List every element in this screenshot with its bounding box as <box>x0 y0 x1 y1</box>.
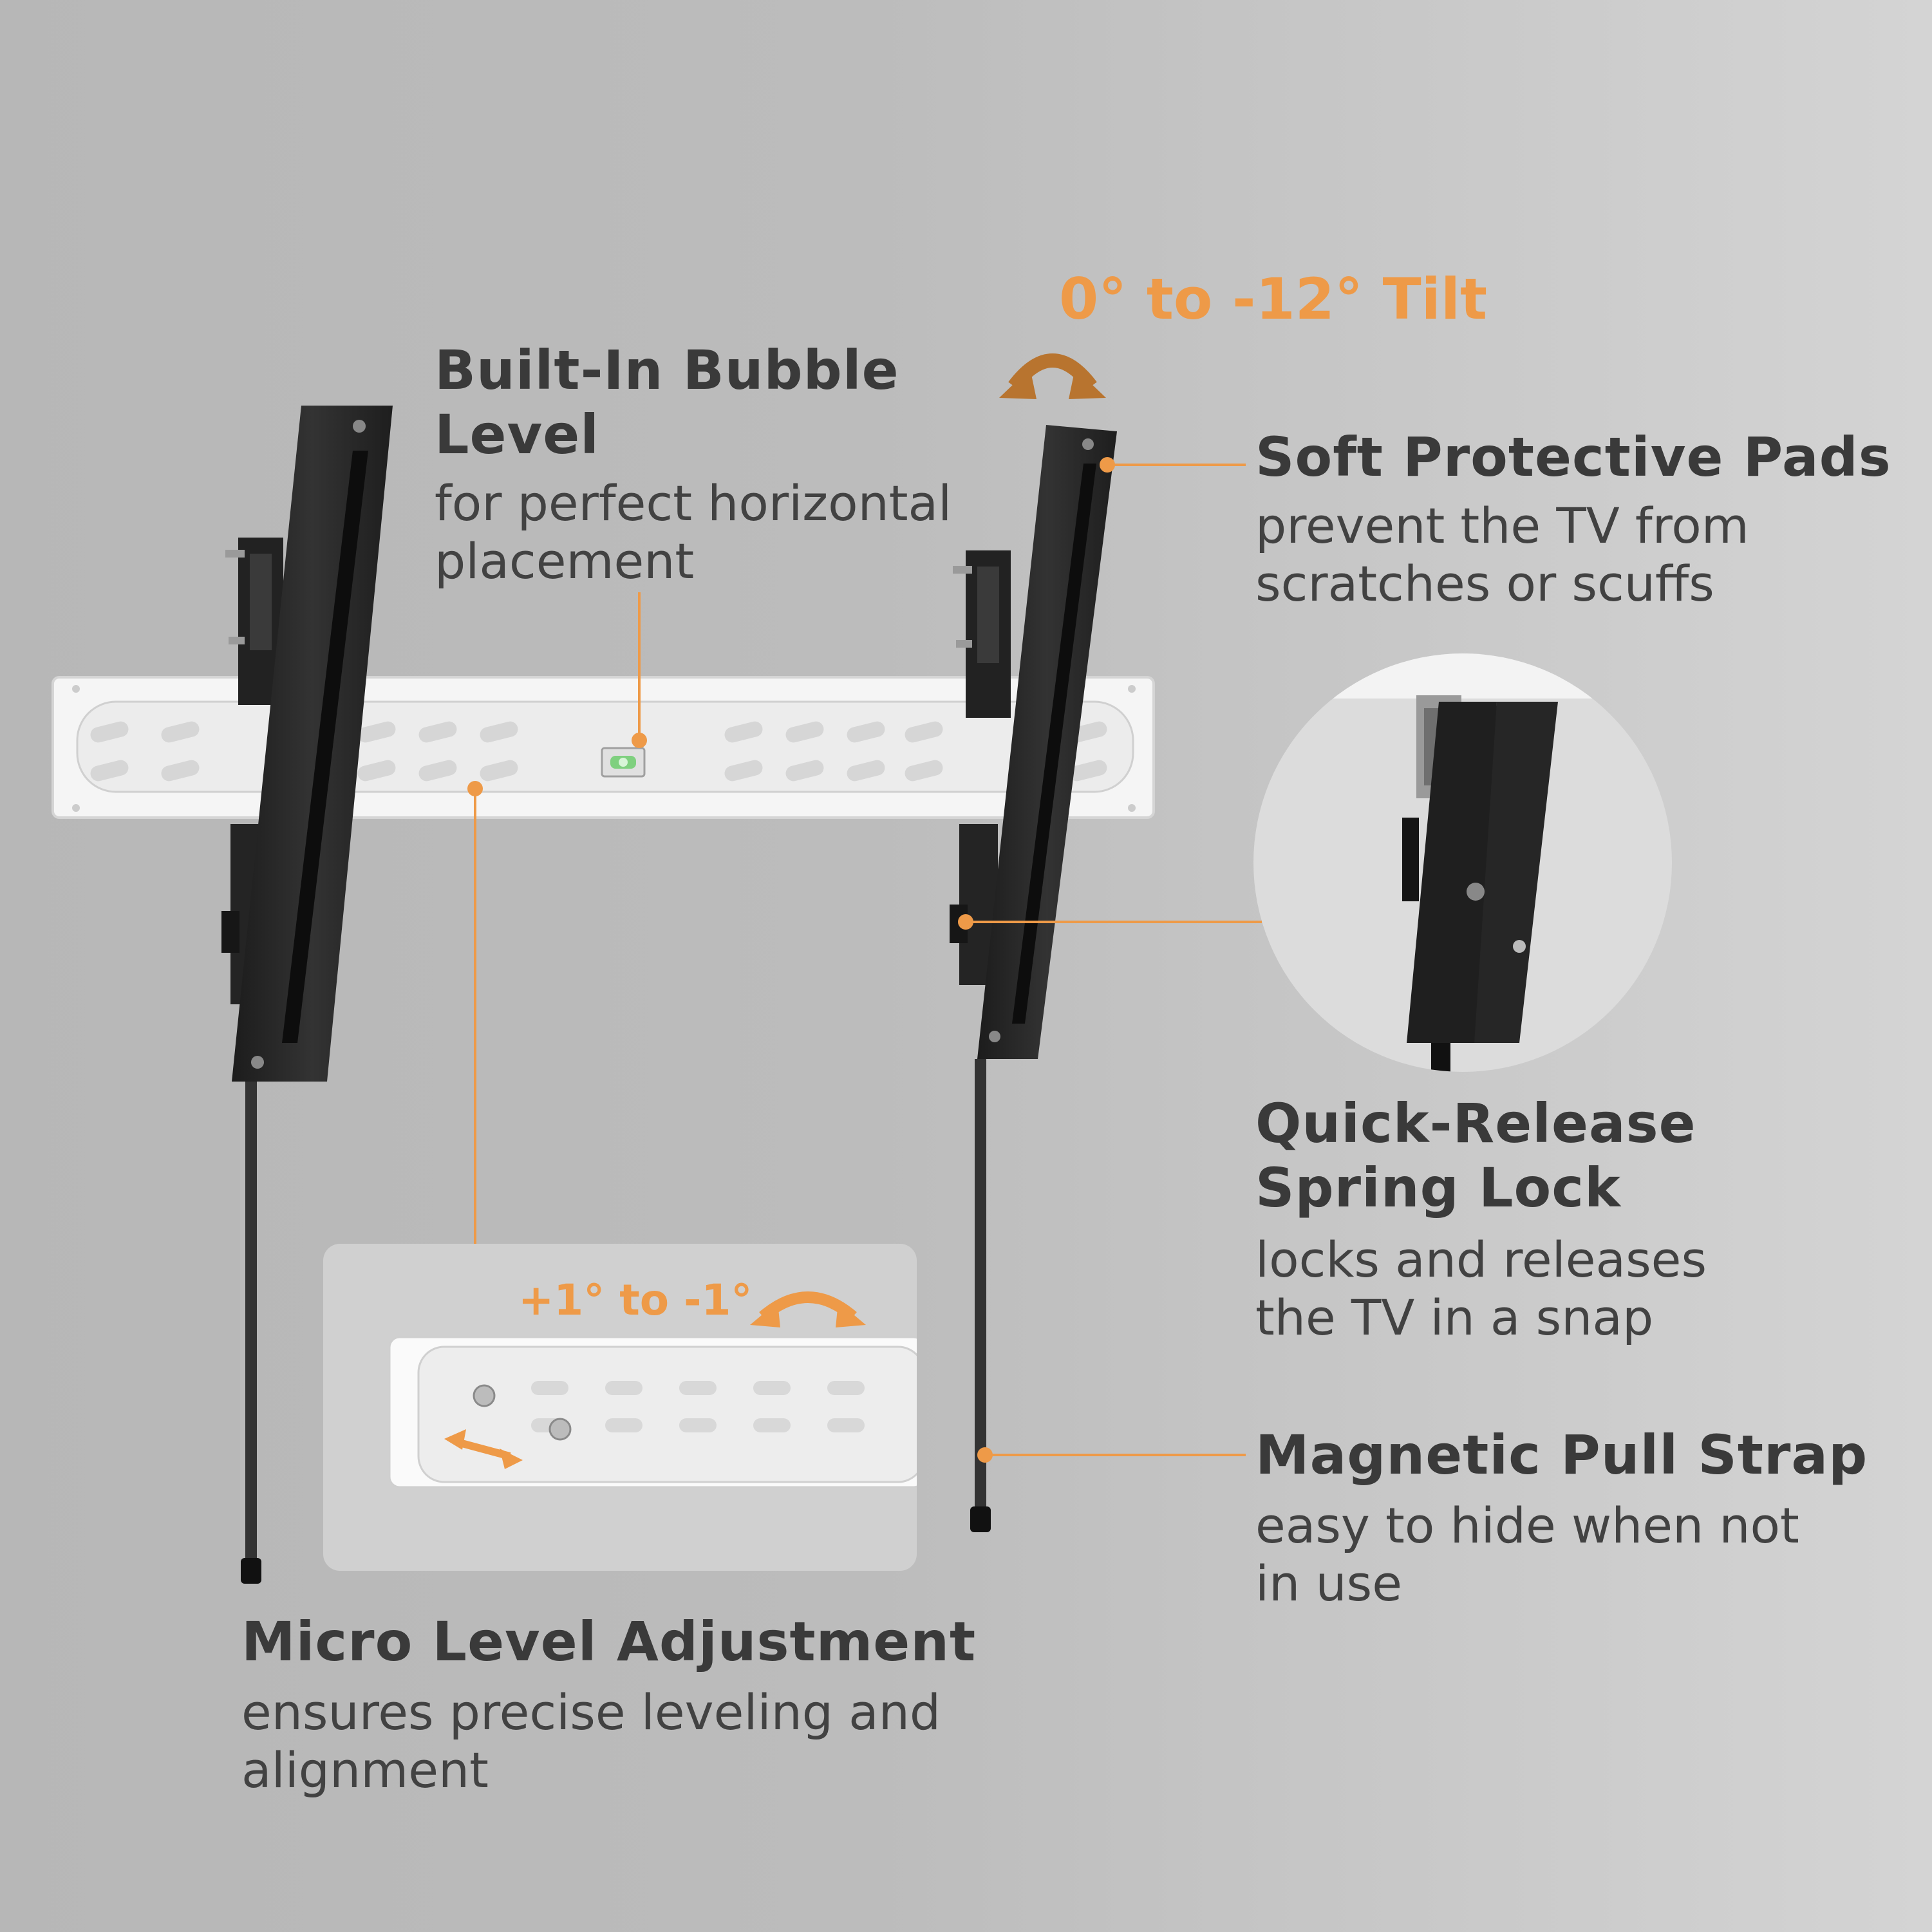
inset-curved-arrow-icon <box>750 1291 866 1327</box>
micro-level-desc-2: alignment <box>241 1741 489 1799</box>
bubble-level-desc-2: placement <box>435 532 695 590</box>
callout-lines <box>474 464 1262 1456</box>
micro-level-title: Micro Level Adjustment <box>241 1610 977 1673</box>
curved-double-arrow-icon <box>999 353 1106 399</box>
soft-pads-desc-1: prevent the TV from <box>1255 497 1749 554</box>
pull-strap-title: Magnetic Pull Strap <box>1255 1423 1868 1487</box>
left-bracket <box>221 406 393 1584</box>
spring-lock-title-1: Quick-Release <box>1255 1092 1696 1155</box>
tilt-label: 0° to -12° Tilt <box>1059 266 1488 332</box>
micro-adjust-range-label: +1° to -1° <box>518 1275 753 1325</box>
pull-strap-desc-1: easy to hide when not <box>1255 1497 1799 1554</box>
bubble-level-title-2: Level <box>435 403 600 466</box>
micro-level-desc-1: ensures precise leveling and <box>241 1683 941 1741</box>
soft-pads-desc-2: scratches or scuffs <box>1255 555 1714 612</box>
soft-pads-title: Soft Protective Pads <box>1255 426 1891 489</box>
right-bracket <box>950 425 1117 1532</box>
spring-lock-desc-2: the TV in a snap <box>1255 1289 1654 1346</box>
horizontal-double-arrow-icon <box>444 1429 523 1469</box>
pull-strap-desc-2: in use <box>1255 1555 1402 1612</box>
callout-dots <box>467 457 1115 1463</box>
bubble-level-desc-1: for perfect horizontal <box>435 474 952 532</box>
spring-lock-desc-1: locks and releases <box>1255 1231 1707 1288</box>
bubble-level-title-1: Built-In Bubble <box>435 339 899 402</box>
spring-lock-closeup <box>1253 653 1672 1072</box>
bubble-level <box>601 747 646 778</box>
spring-lock-title-2: Spring Lock <box>1255 1156 1621 1219</box>
